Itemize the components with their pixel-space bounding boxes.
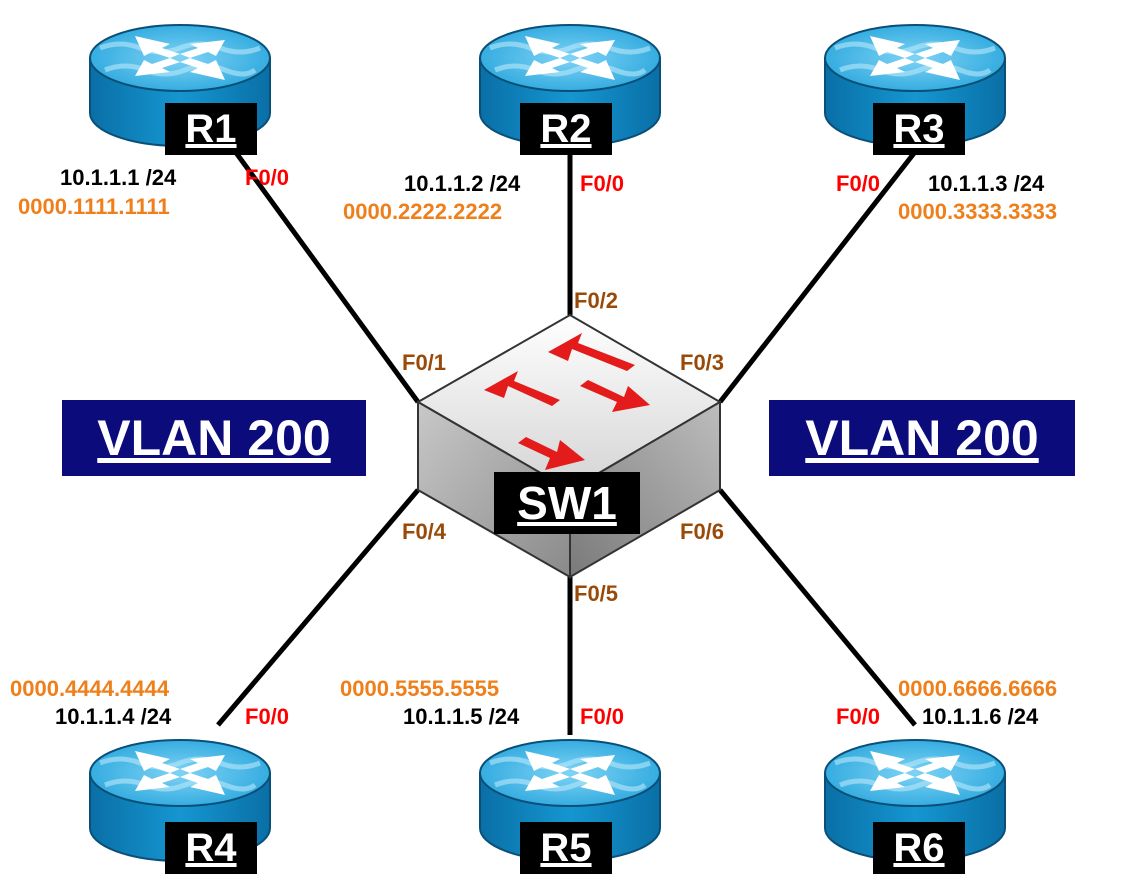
sw1-port-f02: F0/2	[574, 288, 619, 313]
r2-mac: 0000.2222.2222	[343, 199, 503, 224]
link-r4-sw1	[216, 488, 420, 727]
r3-mac: 0000.3333.3333	[898, 199, 1058, 224]
link-r3-sw1	[718, 150, 917, 404]
r3-ip: 10.1.1.3 /24	[928, 171, 1045, 196]
router-label-r6: R6	[873, 822, 965, 874]
sw1-port-f03: F0/3	[680, 350, 725, 375]
r6-ip: 10.1.1.6 /24	[922, 704, 1039, 729]
r2-port: F0/0	[580, 171, 625, 196]
r4-mac: 0000.4444.4444	[10, 676, 170, 701]
r1-ip: 10.1.1.1 /24	[60, 165, 177, 190]
r6-port: F0/0	[836, 704, 881, 729]
router-label-r4: R4	[165, 822, 257, 874]
sw1-port-f04: F0/4	[402, 519, 447, 544]
switch-icon	[415, 313, 722, 579]
router-label-r1: R1	[165, 103, 257, 155]
r3-port: F0/0	[836, 171, 881, 196]
router-label-r3: R3	[873, 103, 965, 155]
r4-ip: 10.1.1.4 /24	[55, 704, 172, 729]
r1-mac: 0000.1111.1111	[18, 194, 170, 219]
r2-ip: 10.1.1.2 /24	[404, 171, 521, 196]
router-label-r2: R2	[520, 103, 612, 155]
r4-port: F0/0	[245, 704, 290, 729]
vlan-label-left: VLAN 200	[62, 400, 366, 476]
r5-mac: 0000.5555.5555	[340, 676, 500, 701]
sw1-port-f05: F0/5	[574, 581, 619, 606]
sw1-port-f06: F0/6	[680, 519, 725, 544]
r6-mac: 0000.6666.6666	[898, 676, 1058, 701]
r5-port: F0/0	[580, 704, 625, 729]
router-label-r5: R5	[520, 822, 612, 874]
vlan-label-right: VLAN 200	[769, 400, 1075, 476]
link-r6-sw1	[718, 488, 917, 727]
switch-label-sw1: SW1	[494, 472, 640, 534]
r5-ip: 10.1.1.5 /24	[403, 704, 520, 729]
r1-port: F0/0	[245, 165, 290, 190]
link-r1-sw1	[215, 126, 421, 404]
sw1-port-f01: F0/1	[402, 350, 447, 375]
